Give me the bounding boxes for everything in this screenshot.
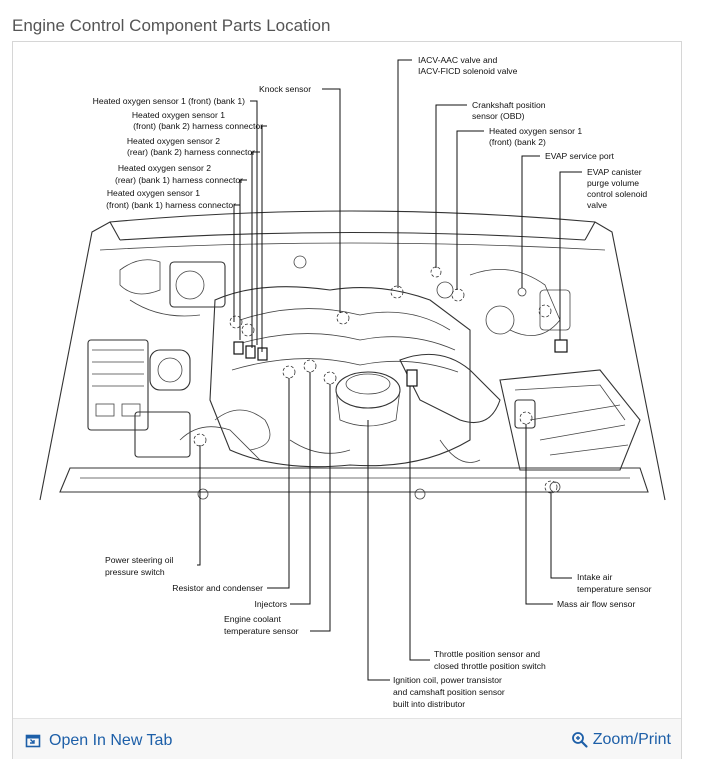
engine-diagram: Knock sensor IACV-AAC valve and IACV-FIC… <box>39 55 666 709</box>
label-hos1-front-bank1: Heated oxygen sensor 1 (front) (bank 1) <box>93 96 246 106</box>
leader-lines <box>197 59 582 681</box>
engine-bay-drawing <box>39 210 666 501</box>
label-hos1-bank2-harness-line1: Heated oxygen sensor 1 <box>132 110 225 120</box>
part-labels: Knock sensor IACV-AAC valve and IACV-FIC… <box>93 55 652 709</box>
label-hos2-bank1-harness-line1: Heated oxygen sensor 2 <box>118 163 211 173</box>
label-evap-service-port: EVAP service port <box>545 151 615 161</box>
zoom-print-label: Zoom/Print <box>592 731 671 748</box>
label-evap-canister-line1: EVAP canister <box>587 167 642 177</box>
label-crankshaft-line2: sensor (OBD) <box>472 111 525 121</box>
open-in-new-tab-icon <box>25 734 41 748</box>
label-throttle-line2: closed throttle position switch <box>434 661 546 671</box>
label-hos1-bank2-line2: (front) (bank 2) <box>489 137 546 147</box>
zoom-print-link[interactable]: Zoom/Print <box>571 729 671 751</box>
image-frame <box>12 41 682 759</box>
label-mass-air-flow: Mass air flow sensor <box>557 599 635 609</box>
label-hos2-bank1-harness-line2: (rear) (bank 1) harness connector <box>115 175 243 185</box>
label-injectors: Injectors <box>255 599 287 609</box>
label-evap-canister-line2: purge volume <box>587 178 639 188</box>
open-in-new-tab-link[interactable]: Open In New Tab <box>25 731 172 751</box>
label-hos1-bank2-line1: Heated oxygen sensor 1 <box>489 126 582 136</box>
label-knock-sensor: Knock sensor <box>259 84 311 94</box>
label-hos2-bank2-harness-line1: Heated oxygen sensor 2 <box>127 136 220 146</box>
label-hos2-bank2-harness-line2: (rear) (bank 2) harness connector <box>127 147 255 157</box>
label-ignition-line1: Ignition coil, power transistor <box>393 675 502 685</box>
label-ignition-line3: built into distributor <box>393 699 465 709</box>
label-iacv-line2: IACV-FICD solenoid valve <box>418 66 518 76</box>
label-hos1-bank2-harness-line2: (front) (bank 2) harness connector <box>133 121 263 131</box>
label-hos1-bank1-harness-line1: Heated oxygen sensor 1 <box>107 188 200 198</box>
label-iacv-line1: IACV-AAC valve and <box>418 55 498 65</box>
label-coolant-line2: temperature sensor <box>224 626 299 636</box>
open-in-new-tab-label: Open In New Tab <box>49 732 173 749</box>
image-footer: Open In New Tab Zoom/Print <box>13 718 681 759</box>
magnifier-zoom-icon <box>571 732 588 748</box>
label-intake-air-line1: Intake air <box>577 572 612 582</box>
label-power-steering-line1: Power steering oil <box>105 555 173 565</box>
label-hos1-bank1-harness-line2: (front) (bank 1) harness connector <box>106 200 236 210</box>
label-crankshaft-line1: Crankshaft position <box>472 100 546 110</box>
label-ignition-line2: and camshaft position sensor <box>393 687 505 697</box>
label-power-steering-line2: pressure switch <box>105 567 165 577</box>
label-evap-canister-line4: valve <box>587 200 607 210</box>
label-coolant-line1: Engine coolant <box>224 614 281 624</box>
label-throttle-line1: Throttle position sensor and <box>434 649 540 659</box>
label-intake-air-line2: temperature sensor <box>577 584 652 594</box>
label-resistor-condenser: Resistor and condenser <box>172 583 263 593</box>
page-title: Engine Control Component Parts Location <box>12 16 331 35</box>
label-evap-canister-line3: control solenoid <box>587 189 647 199</box>
